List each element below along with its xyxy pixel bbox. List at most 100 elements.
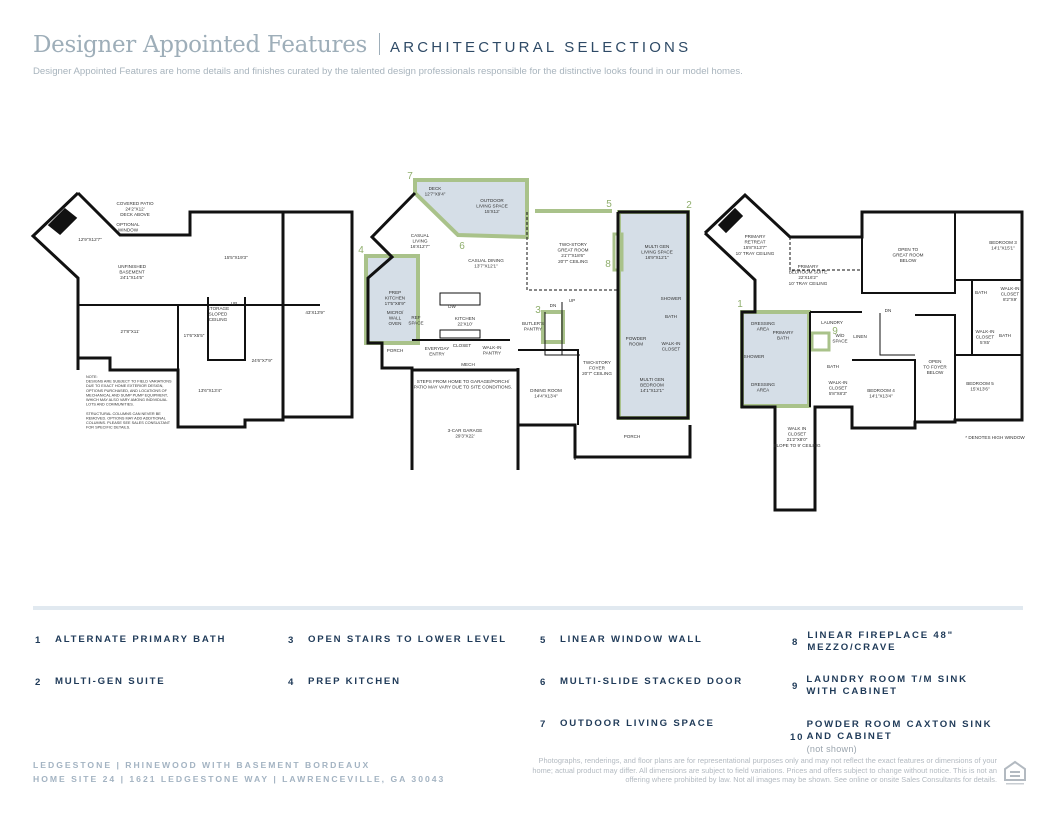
room-label: WALK IN: [788, 426, 807, 431]
legend-number: 8: [792, 636, 800, 648]
legend-label: PREP KITCHEN: [308, 676, 401, 687]
room-label: CLOSET: [788, 432, 807, 437]
room-label: LIVING SPACE: [476, 204, 508, 209]
room-label: CLOSET: [976, 335, 995, 340]
room-label: BATH: [975, 290, 987, 295]
room-label: 13'6"X13'4": [198, 388, 222, 393]
room-label: PORCH: [387, 348, 404, 353]
room-label: BEDROOM SUITE: [789, 270, 828, 275]
room-label: TWO-STORY: [559, 242, 587, 247]
equal-housing-icon: [1004, 760, 1026, 785]
room-label: DINING ROOM: [530, 388, 562, 393]
room-label: 3-CAR GARAGE: [448, 428, 483, 433]
room-label: 27'8"X11': [121, 329, 140, 334]
room-label: 10' TRAY CEILING: [789, 281, 828, 286]
legend-number: 10: [790, 731, 805, 743]
room-label: OUTDOOR: [480, 198, 504, 203]
room-label: BEDROOM 5: [966, 381, 994, 386]
feature-marker-4: 4: [358, 245, 364, 256]
room-label: KITCHEN: [385, 296, 405, 301]
room-label: CEILING: [209, 317, 228, 322]
room-label: CLOSET: [662, 347, 681, 352]
room-label: LIVING: [412, 239, 427, 244]
room-label: PATIO MAY VARY DUE TO SITE CONDITIONS.: [414, 385, 513, 390]
room-label: GREAT ROOM: [558, 248, 589, 253]
room-label: REF: [411, 315, 420, 320]
room-label: WALK-IN: [976, 329, 995, 334]
room-label: WINDOW: [118, 228, 139, 233]
footer-address: HOME SITE 24 | 1621 LEDGESTONE WAY | LAW…: [33, 774, 446, 784]
note-line: OPTIONS PURCHASED, AND LOCATIONS OF: [86, 389, 168, 393]
room-label: SLOPED: [209, 312, 228, 317]
room-label: DW: [448, 304, 456, 309]
room-label: WALK-IN: [829, 380, 848, 385]
basement-note: NOTE:DESIGNS ARE SUBJECT TO FIELD VARIAT…: [86, 375, 172, 430]
room-label: PREP: [389, 290, 402, 295]
legend-number: 3: [288, 634, 296, 646]
room-label: SHOWER: [744, 354, 765, 359]
title-divider: [379, 33, 381, 55]
room-label: CLOSET: [453, 343, 472, 348]
room-label: DRESSING: [751, 321, 775, 326]
room-label: DECK ABOVE: [120, 212, 150, 217]
note-line: MECHANICAL AND SUMP PUMP EQUIPMENT,: [86, 393, 168, 397]
legend-label: LAUNDRY ROOM T/M SINK WITH CABINET: [806, 674, 968, 697]
room-label: * DENOTES HIGH WINDOW: [965, 435, 1025, 440]
legend-label-wrap: POWDER ROOM CAXTON SINK AND CABINET(not …: [807, 719, 1015, 755]
room-label: BATH: [999, 333, 1011, 338]
highlight-laundry-sink: [810, 331, 831, 352]
room-label: RETREAT: [744, 240, 765, 245]
room-label: EVERYDAY: [425, 346, 450, 351]
room-label: 29'3"X22': [455, 434, 474, 439]
room-label: OPTIONAL: [116, 222, 140, 227]
room-label: 22'X16'2": [798, 275, 818, 280]
room-label: W/D: [836, 333, 846, 338]
room-label: BUTLER'S: [522, 321, 544, 326]
room-label: 15'5"X19'3": [224, 255, 248, 260]
room-label: 13'7"X12'1": [474, 264, 498, 269]
room-label: 12'9"X12'7": [78, 237, 102, 242]
room-label: LINEN: [853, 334, 867, 339]
room-label: WALK-IN: [1001, 286, 1020, 291]
legend-label: OUTDOOR LIVING SPACE: [560, 718, 715, 729]
room-label: BEDROOM 4: [867, 388, 895, 393]
feature-marker-3: 3: [535, 305, 541, 316]
room-label: SHOWER: [661, 296, 682, 301]
legend-label: LINEAR FIREPLACE 48" MEZZO/CRAVE: [807, 630, 955, 653]
room-label: 17'5"X8'9": [385, 301, 406, 306]
legend-item-1: 1 ALTERNATE PRIMARY BATH: [35, 634, 226, 646]
room-label: STORAGE: [207, 306, 229, 311]
legend-label: ALTERNATE PRIMARY BATH: [55, 634, 227, 645]
room-label: 15'X13'6": [970, 387, 990, 392]
room-label: PANTRY: [483, 351, 501, 356]
room-label: BATH: [777, 336, 789, 341]
room-label: WALK-IN: [483, 345, 502, 350]
room-label: CLOSET: [829, 386, 848, 391]
room-label: CASUAL DINING: [468, 258, 504, 263]
main-outline: [366, 191, 417, 470]
feature-marker-2: 2: [686, 200, 692, 211]
legend-label: LINEAR WINDOW WALL: [560, 634, 703, 645]
room-label: UNFINISHED: [118, 264, 147, 269]
room-label: 21'2"X8'0": [787, 437, 808, 442]
room-label: PORCH: [624, 434, 641, 439]
room-label: WALK-IN: [662, 341, 681, 346]
room-label: 5'8"X8'3": [829, 391, 848, 396]
legend-item-8: 8 LINEAR FIREPLACE 48" MEZZO/CRAVE: [792, 630, 992, 654]
legend-number: 2: [35, 676, 43, 688]
room-label: DN: [885, 308, 892, 313]
room-label: PRIMARY: [745, 234, 766, 239]
room-label: 43'X13'9": [305, 310, 325, 315]
legend-number: 1: [35, 634, 43, 646]
note-line: COLUMNS. PLEASE SEE SALES CONSULTANT: [86, 421, 171, 425]
note-line: DESIGNS ARE SUBJECT TO FIELD VARIATIONS: [86, 380, 172, 384]
room-label: 14'1"X12'1": [640, 388, 664, 393]
highlight-multi-gen-suite: [617, 210, 690, 420]
